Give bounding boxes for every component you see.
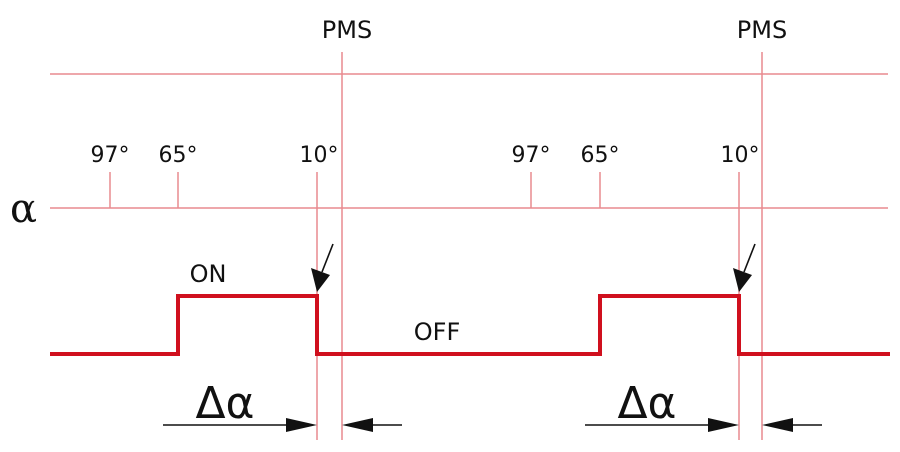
delta-dimension-1-right-arrowhead [342, 418, 373, 432]
delta-dimension-2-left-arrowhead [708, 418, 739, 432]
ignition-arrow-1-head [311, 268, 330, 292]
pms-label-1: PMS [322, 16, 372, 44]
ignition-arrow-2-shaft [743, 243, 756, 273]
delta-dimension-2-right-arrowhead [762, 418, 793, 432]
alpha-axis-symbol: α [10, 186, 37, 232]
delta-dimension-1-left-arrowhead [286, 418, 317, 432]
tick-label-97-1: 97° [91, 143, 130, 168]
state-label-on: ON [190, 260, 227, 288]
delta-alpha-label-1: Δα [195, 378, 254, 429]
delta-alpha-label-2: Δα [617, 378, 676, 429]
tick-label-97-2: 97° [512, 143, 551, 168]
pms-label-2: PMS [737, 16, 787, 44]
state-label-off: OFF [414, 318, 461, 346]
tick-label-10-1: 10° [300, 143, 339, 168]
tick-label-65-2: 65° [581, 143, 620, 168]
ignition-arrow-1-shaft [321, 243, 334, 273]
tick-label-10-2: 10° [721, 143, 760, 168]
tick-label-65-1: 65° [159, 143, 198, 168]
on-off-signal-waveform [50, 294, 890, 356]
ignition-arrow-2-head [733, 268, 752, 292]
